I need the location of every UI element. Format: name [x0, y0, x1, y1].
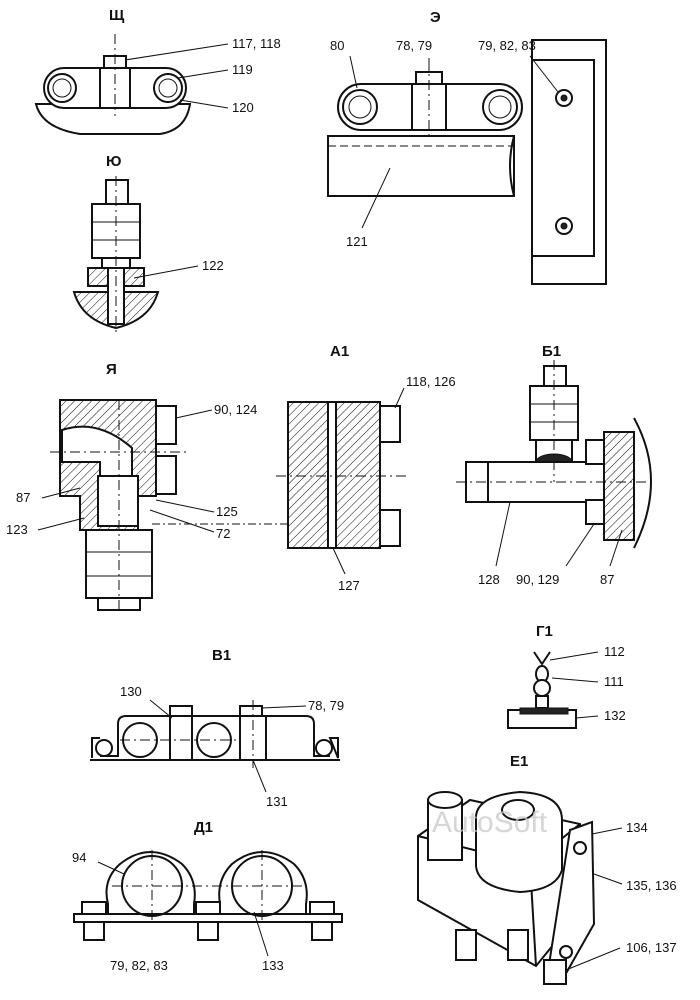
callout-111: 111: [604, 674, 624, 689]
base-plate: [73, 913, 343, 923]
bolt-90-124: [155, 405, 177, 445]
callout-87: 87: [16, 490, 30, 505]
view-shch-title: Щ: [109, 7, 125, 24]
mounting-base: [34, 103, 192, 135]
view-d1-title: Д1: [194, 819, 213, 836]
view-d1: Д1 94 79, 82, 83 133: [72, 819, 343, 973]
view-v1: В1 130 78, 79 131: [90, 647, 344, 809]
callout-80: 80: [330, 38, 344, 53]
callout-125: 125: [216, 504, 238, 519]
pipe-right: [482, 89, 518, 125]
wall-section: [603, 431, 635, 541]
callout-72: 72: [216, 526, 230, 541]
view-e1-title: Е1: [510, 753, 528, 770]
callout-117-118: 117, 118: [232, 36, 281, 51]
callout-134: 134: [626, 820, 648, 835]
callout-130: 130: [120, 684, 142, 699]
view-g1-title: Г1: [536, 623, 553, 640]
callout-90-124: 90, 124: [214, 402, 257, 417]
callout-78-79: 78, 79: [396, 38, 432, 53]
beam-121: [327, 135, 515, 197]
callout-79-82-83: 79, 82, 83: [478, 38, 536, 53]
view-shch: Щ 117, 118 119 120: [34, 7, 281, 135]
gasket-127: [327, 401, 337, 549]
view-v1-title: В1: [212, 647, 231, 664]
watermark: AutoSoft: [432, 806, 548, 839]
view-a1-title: А1: [330, 343, 349, 360]
port-3: [543, 959, 567, 985]
split-pin-111: [533, 651, 551, 666]
callout-121: 121: [346, 234, 368, 249]
callout-87: 87: [600, 572, 614, 587]
bolt-head: [239, 705, 263, 717]
cylinder: [474, 790, 563, 894]
mounting-plate-134: [544, 820, 596, 985]
callout-122: 122: [202, 258, 224, 273]
flange-right: [335, 401, 381, 549]
callout-94: 94: [72, 850, 86, 865]
bolt-upper: [379, 405, 401, 443]
view-g1: Г1 112 111 132: [507, 623, 626, 729]
view-ya: Я 90, 124 87 125 123 72: [6, 361, 328, 614]
tube-left: [47, 73, 77, 103]
callout-79-82-83: 79, 82, 83: [110, 958, 168, 973]
callout-106-137: 106, 137: [626, 940, 677, 955]
bolt-lower: [379, 509, 401, 547]
view-b1-title: Б1: [542, 343, 561, 360]
view-e1: Е1 134 135, 136 106, 137: [417, 753, 677, 985]
view-a1: А1 118, 126 127: [276, 343, 456, 593]
callout-120: 120: [232, 100, 254, 115]
view-b1: Б1 128 90, 129 87: [456, 343, 652, 587]
callout-131: 131: [266, 794, 288, 809]
callout-133: 133: [262, 958, 284, 973]
pipe-2: [196, 722, 232, 758]
callout-132: 132: [604, 708, 626, 723]
callout-118-126: 118, 126: [406, 374, 456, 389]
view-ya-title: Я: [106, 361, 117, 378]
tube-right: [153, 73, 183, 103]
port-2: [507, 929, 529, 961]
callout-119: 119: [232, 62, 253, 77]
bolt-head: [169, 705, 193, 717]
callout-90-129: 90, 129: [516, 572, 559, 587]
callout-128: 128: [478, 572, 500, 587]
callout-127: 127: [338, 578, 360, 593]
callout-123: 123: [6, 522, 28, 537]
pipe-left: [342, 89, 378, 125]
view-yu-title: Ю: [106, 153, 121, 170]
port-1: [455, 929, 477, 961]
view-e: Э 80 78, 79 79, 82, 83 121: [327, 9, 607, 285]
flange-left: [287, 401, 329, 549]
callout-135-136: 135, 136: [626, 878, 677, 893]
view-yu: Ю 122: [72, 153, 224, 336]
callout-112: 112: [604, 644, 625, 659]
view-e-title: Э: [430, 9, 441, 26]
callout-78-79: 78, 79: [308, 698, 344, 713]
clamp-strip-130: [91, 715, 339, 759]
bolt-lower: [155, 455, 177, 495]
